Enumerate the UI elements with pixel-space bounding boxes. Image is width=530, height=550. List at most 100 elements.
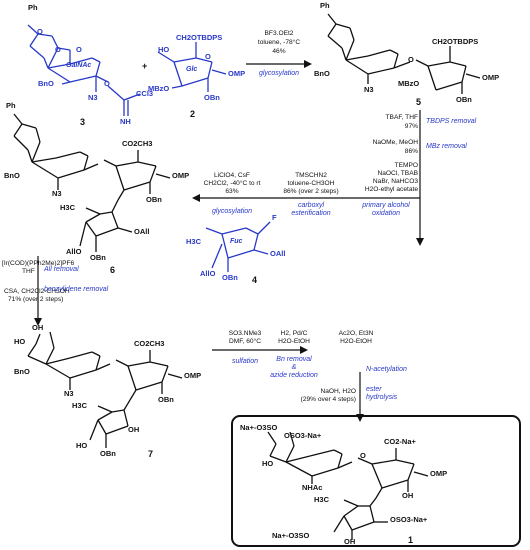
c3-bno: BnO (38, 79, 54, 88)
s1-cond2: toluene, -78°C (257, 39, 301, 46)
c7-oh: OH (32, 323, 44, 332)
c7-co2me: CO2CH3 (134, 339, 165, 348)
c3-o2: O (55, 45, 61, 54)
s5-cond2: toluene-CH3OH (287, 180, 335, 187)
product-box (231, 415, 521, 547)
c1-nhac: NHAc (302, 483, 323, 492)
s12-yield: (29% over 4 steps) (300, 396, 356, 403)
s6-cond2: CH2Cl2, -40°C to rt (203, 180, 261, 187)
c1-o-link: O (360, 451, 366, 460)
plus-sign: + (142, 61, 148, 71)
c6-obn2: OBn (90, 253, 106, 262)
c7-bno: BnO (14, 367, 30, 376)
c3-ph: Ph (28, 3, 38, 12)
c2-ho: HO (158, 45, 170, 54)
c5-bno: BnO (314, 69, 330, 78)
s10-name3: azide reduction (270, 372, 318, 379)
compound-3-structure (27, 24, 141, 116)
s5-name2: esterification (291, 210, 331, 217)
c7-obn2: OBn (100, 449, 116, 458)
s8-yield: 71% (over 2 steps) (8, 296, 64, 303)
c3-o1: O (37, 27, 43, 36)
c3-o3: O (76, 45, 82, 54)
s6-cond1: LiClO4, CsF (214, 172, 250, 179)
s4-cond3: NaBr, NaHCO3 (372, 178, 418, 185)
c2-o: O (205, 52, 211, 61)
s9-cond1: SO3.NMe3 (228, 330, 262, 337)
c6-bno: BnO (4, 171, 20, 180)
s11-name: N-acetylation (366, 366, 407, 373)
s4-name2: oxidation (371, 210, 401, 217)
c7-oh2: OH (128, 425, 140, 434)
s4-name1: primary alcohol (362, 202, 410, 209)
c4-ring-label: Fuc (230, 238, 243, 245)
c4-oall: OAll (270, 249, 286, 258)
compound-5-structure (327, 13, 481, 94)
c5-omp: OMP (482, 73, 500, 82)
c6-obn: OBn (146, 195, 162, 204)
s4-cond1: TEMPO (394, 162, 418, 169)
c1-oh: OH (402, 491, 414, 500)
c1-ho: HO (262, 459, 274, 468)
compound-7-structure (27, 331, 183, 448)
compound-4-structure (205, 221, 271, 272)
c6-allo: AllO (66, 247, 82, 256)
s2-yield: 97% (404, 123, 418, 130)
c4-obn: OBn (222, 273, 238, 282)
c1-omp: OMP (430, 469, 448, 478)
s5-cond1: TMSCHN2 (295, 172, 327, 179)
c2-obn: OBn (204, 93, 220, 102)
c3-nh: NH (120, 117, 131, 126)
s7-cond1: [Ir(COD)(PPh2Me)2]PF6 (2, 260, 75, 267)
c7-ho2: HO (76, 441, 88, 450)
c1-na-bot: Na+-O3SO (272, 531, 310, 540)
c5-mbzo: MBzO (398, 79, 420, 88)
compound-2-number: 2 (190, 109, 196, 119)
c7-h3c: H3C (72, 401, 88, 410)
s6-name: glycosylation (211, 208, 253, 215)
c6-oall: OAll (134, 227, 150, 236)
c1-h3c: H3C (314, 495, 330, 504)
compound-3-number: 3 (80, 117, 86, 127)
s10-name2: & (291, 364, 297, 371)
s4-cond2: NaOCl, TBAB (377, 170, 418, 177)
c7-n3: N3 (64, 389, 74, 398)
s2-cond1: TBAF, THF (385, 114, 418, 121)
compound-5-number: 5 (416, 97, 422, 107)
s3-cond1: NaOMe, MeOH (372, 139, 418, 146)
s5-name1: carboxyl (297, 202, 325, 209)
c3-ring-label: GalNAc (66, 62, 92, 69)
c6-ph: Ph (6, 101, 16, 110)
s12-name2: hydrolysis (366, 394, 398, 401)
c6-h3c: H3C (60, 203, 76, 212)
s9-name: sulfation (231, 358, 259, 365)
c6-n3: N3 (52, 189, 62, 198)
s3-yield: 86% (404, 148, 418, 155)
s8-name: benzylidene removal (44, 286, 109, 293)
s5-yield: 86% (over 2 steps) (283, 188, 339, 195)
c5-obn: OBn (456, 95, 472, 104)
c1-na-top: Na+-O3SO (240, 423, 278, 432)
c1-oso3b: OSO3-Na+ (390, 515, 428, 524)
compound-4-number: 4 (252, 275, 258, 285)
c2-omp: OMP (228, 69, 246, 78)
s3-name: MBz removal (426, 143, 467, 150)
s8-cond1: CSA, CH2Cl2-CH3OH (4, 288, 70, 295)
compound-6-number: 6 (110, 265, 116, 275)
c7-omp: OMP (184, 371, 202, 380)
c1-oh2: OH (344, 537, 356, 546)
compound-1-number: 1 (408, 535, 414, 545)
s1-cond1: BF3.OEt2 (264, 30, 294, 37)
s7-name: All removal (44, 266, 79, 273)
s2-name: TBDPS removal (426, 118, 477, 125)
s10-cond2: H2O-EtOH (278, 338, 310, 345)
s10-name1: Bn removal (276, 356, 312, 363)
compound-7-number: 7 (148, 449, 154, 459)
c2-ch2o: CH2OTBDPS (176, 33, 223, 42)
s6-yield: 63% (225, 188, 239, 195)
c4-allo: AllO (200, 269, 216, 278)
s11-cond2: H2O-EtOH (340, 338, 372, 345)
s11-cond1: Ac2O, Et3N (338, 330, 374, 337)
